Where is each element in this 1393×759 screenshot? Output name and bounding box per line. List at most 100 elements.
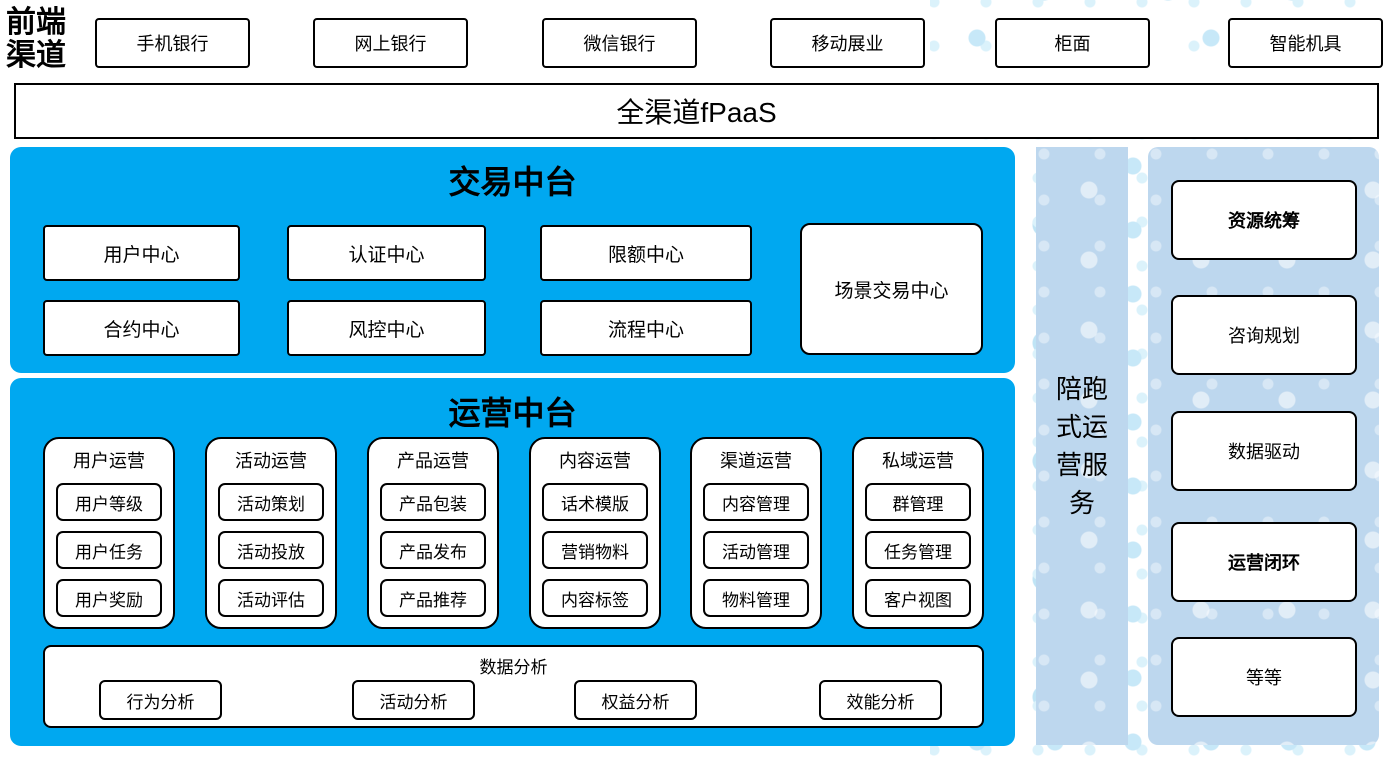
analysis-label: 行为分析 <box>126 692 195 712</box>
analysis-label: 活动分析 <box>379 692 448 712</box>
service-box-etc: 等等 <box>1171 637 1357 717</box>
channel-label: 微信银行 <box>583 34 656 54</box>
sub-box: 营销物料 <box>542 531 648 569</box>
center-box-auth: 认证中心 <box>287 225 486 281</box>
service-label: 等等 <box>1246 668 1282 688</box>
channel-box-online-banking: 网上银行 <box>313 18 468 68</box>
sub-box: 活动投放 <box>218 531 324 569</box>
services-panel: 资源统筹 咨询规划 数据驱动 运营闭环 等等 <box>1148 147 1379 745</box>
service-box-data-driven: 数据驱动 <box>1171 411 1357 491</box>
sub-box: 物料管理 <box>703 579 809 617</box>
center-box-user: 用户中心 <box>43 225 240 281</box>
fpaas-label: 全渠道fPaaS <box>616 97 777 128</box>
channel-label: 移动展业 <box>811 34 884 54</box>
channel-box-mobile-sales: 移动展业 <box>770 18 925 68</box>
data-analysis-strip: 数据分析 行为分析 活动分析 权益分析 效能分析 <box>43 645 984 728</box>
service-label: 数据驱动 <box>1228 442 1300 462</box>
service-box-consulting: 咨询规划 <box>1171 295 1357 375</box>
center-label: 认证中心 <box>348 244 425 266</box>
group-user-operations: 用户运营 用户等级 用户任务 用户奖励 <box>43 437 175 629</box>
sub-box: 产品包装 <box>380 483 486 521</box>
operations-platform-block: 运营中台 用户运营 用户等级 用户任务 用户奖励 活动运营 活动策划 活动投放 … <box>10 378 1015 746</box>
sub-label: 活动策划 <box>237 494 305 514</box>
analysis-box-rights: 权益分析 <box>574 680 697 720</box>
service-label: 资源统筹 <box>1228 211 1300 231</box>
channel-label: 智能机具 <box>1269 34 1342 54</box>
trading-platform-block: 交易中台 用户中心 认证中心 限额中心 合约中心 风控中心 流程中心 场景交易中… <box>10 147 1015 373</box>
sub-box: 用户任务 <box>56 531 162 569</box>
sub-label: 产品发布 <box>399 542 467 562</box>
sub-box: 产品发布 <box>380 531 486 569</box>
group-title: 活动运营 <box>235 451 307 471</box>
sub-box: 用户等级 <box>56 483 162 521</box>
center-label: 用户中心 <box>103 244 180 266</box>
group-content-operations: 内容运营 话术模版 营销物料 内容标签 <box>529 437 661 629</box>
sub-box: 产品推荐 <box>380 579 486 617</box>
sub-box: 群管理 <box>865 483 971 521</box>
sub-box: 任务管理 <box>865 531 971 569</box>
channel-label: 手机银行 <box>136 34 209 54</box>
service-box-resource-planning: 资源统筹 <box>1171 180 1357 260</box>
sub-label: 用户任务 <box>75 542 143 562</box>
center-label: 合约中心 <box>103 319 180 341</box>
sub-label: 产品包装 <box>399 494 467 514</box>
group-private-domain-operations: 私域运营 群管理 任务管理 客户视图 <box>852 437 984 629</box>
sub-box: 用户奖励 <box>56 579 162 617</box>
sub-label: 产品推荐 <box>399 590 467 610</box>
analysis-box-efficiency: 效能分析 <box>819 680 942 720</box>
operations-platform-title: 运营中台 <box>448 395 577 431</box>
channel-box-wechat-banking: 微信银行 <box>542 18 697 68</box>
group-title: 渠道运营 <box>720 451 792 471</box>
companion-service-label: 陪跑式运营服务 <box>1055 374 1108 518</box>
sub-label: 活动投放 <box>237 542 305 562</box>
analysis-box-behavior: 行为分析 <box>99 680 222 720</box>
group-title: 内容运营 <box>559 451 631 471</box>
center-box-process: 流程中心 <box>540 300 752 356</box>
center-label: 限额中心 <box>607 244 684 266</box>
center-box-limit: 限额中心 <box>540 225 752 281</box>
sub-label: 话术模版 <box>561 494 629 514</box>
sub-label: 用户等级 <box>75 494 143 514</box>
fpaas-bar: 全渠道fPaaS <box>14 83 1379 139</box>
analysis-label: 权益分析 <box>601 692 670 712</box>
service-box-operation-loop: 运营闭环 <box>1171 522 1357 602</box>
group-product-operations: 产品运营 产品包装 产品发布 产品推荐 <box>367 437 499 629</box>
group-title: 产品运营 <box>397 451 469 471</box>
channel-label: 网上银行 <box>354 34 427 54</box>
sub-box: 活动管理 <box>703 531 809 569</box>
sub-label: 活动管理 <box>722 542 790 562</box>
channel-box-smart-machines: 智能机具 <box>1228 18 1383 68</box>
group-title: 用户运营 <box>73 451 145 471</box>
channel-label: 柜面 <box>1054 34 1091 54</box>
sub-label: 用户奖励 <box>75 590 143 610</box>
sub-box: 活动评估 <box>218 579 324 617</box>
group-activity-operations: 活动运营 活动策划 活动投放 活动评估 <box>205 437 337 629</box>
sub-label: 营销物料 <box>561 542 629 562</box>
center-label: 场景交易中心 <box>834 280 949 302</box>
sub-label: 任务管理 <box>884 542 952 562</box>
trading-platform-title: 交易中台 <box>448 164 577 200</box>
data-analysis-title: 数据分析 <box>479 658 548 677</box>
companion-service-bar: 陪跑式运营服务 <box>1036 147 1128 745</box>
sub-label: 物料管理 <box>722 590 790 610</box>
sub-label: 群管理 <box>892 494 944 514</box>
sub-box: 活动策划 <box>218 483 324 521</box>
service-label: 咨询规划 <box>1228 326 1300 346</box>
center-box-risk: 风控中心 <box>287 300 486 356</box>
sub-label: 内容管理 <box>722 494 790 514</box>
analysis-label: 效能分析 <box>846 692 915 712</box>
center-box-contract: 合约中心 <box>43 300 240 356</box>
sub-label: 客户视图 <box>884 590 952 610</box>
analysis-box-activity: 活动分析 <box>352 680 475 720</box>
sub-box: 内容管理 <box>703 483 809 521</box>
center-box-scene-trading: 场景交易中心 <box>800 223 983 355</box>
sub-box: 内容标签 <box>542 579 648 617</box>
center-label: 流程中心 <box>607 319 684 341</box>
sub-box: 话术模版 <box>542 483 648 521</box>
center-label: 风控中心 <box>348 319 425 341</box>
channel-box-counter: 柜面 <box>995 18 1150 68</box>
service-label: 运营闭环 <box>1228 553 1300 573</box>
sub-box: 客户视图 <box>865 579 971 617</box>
channel-box-mobile-banking: 手机银行 <box>95 18 250 68</box>
